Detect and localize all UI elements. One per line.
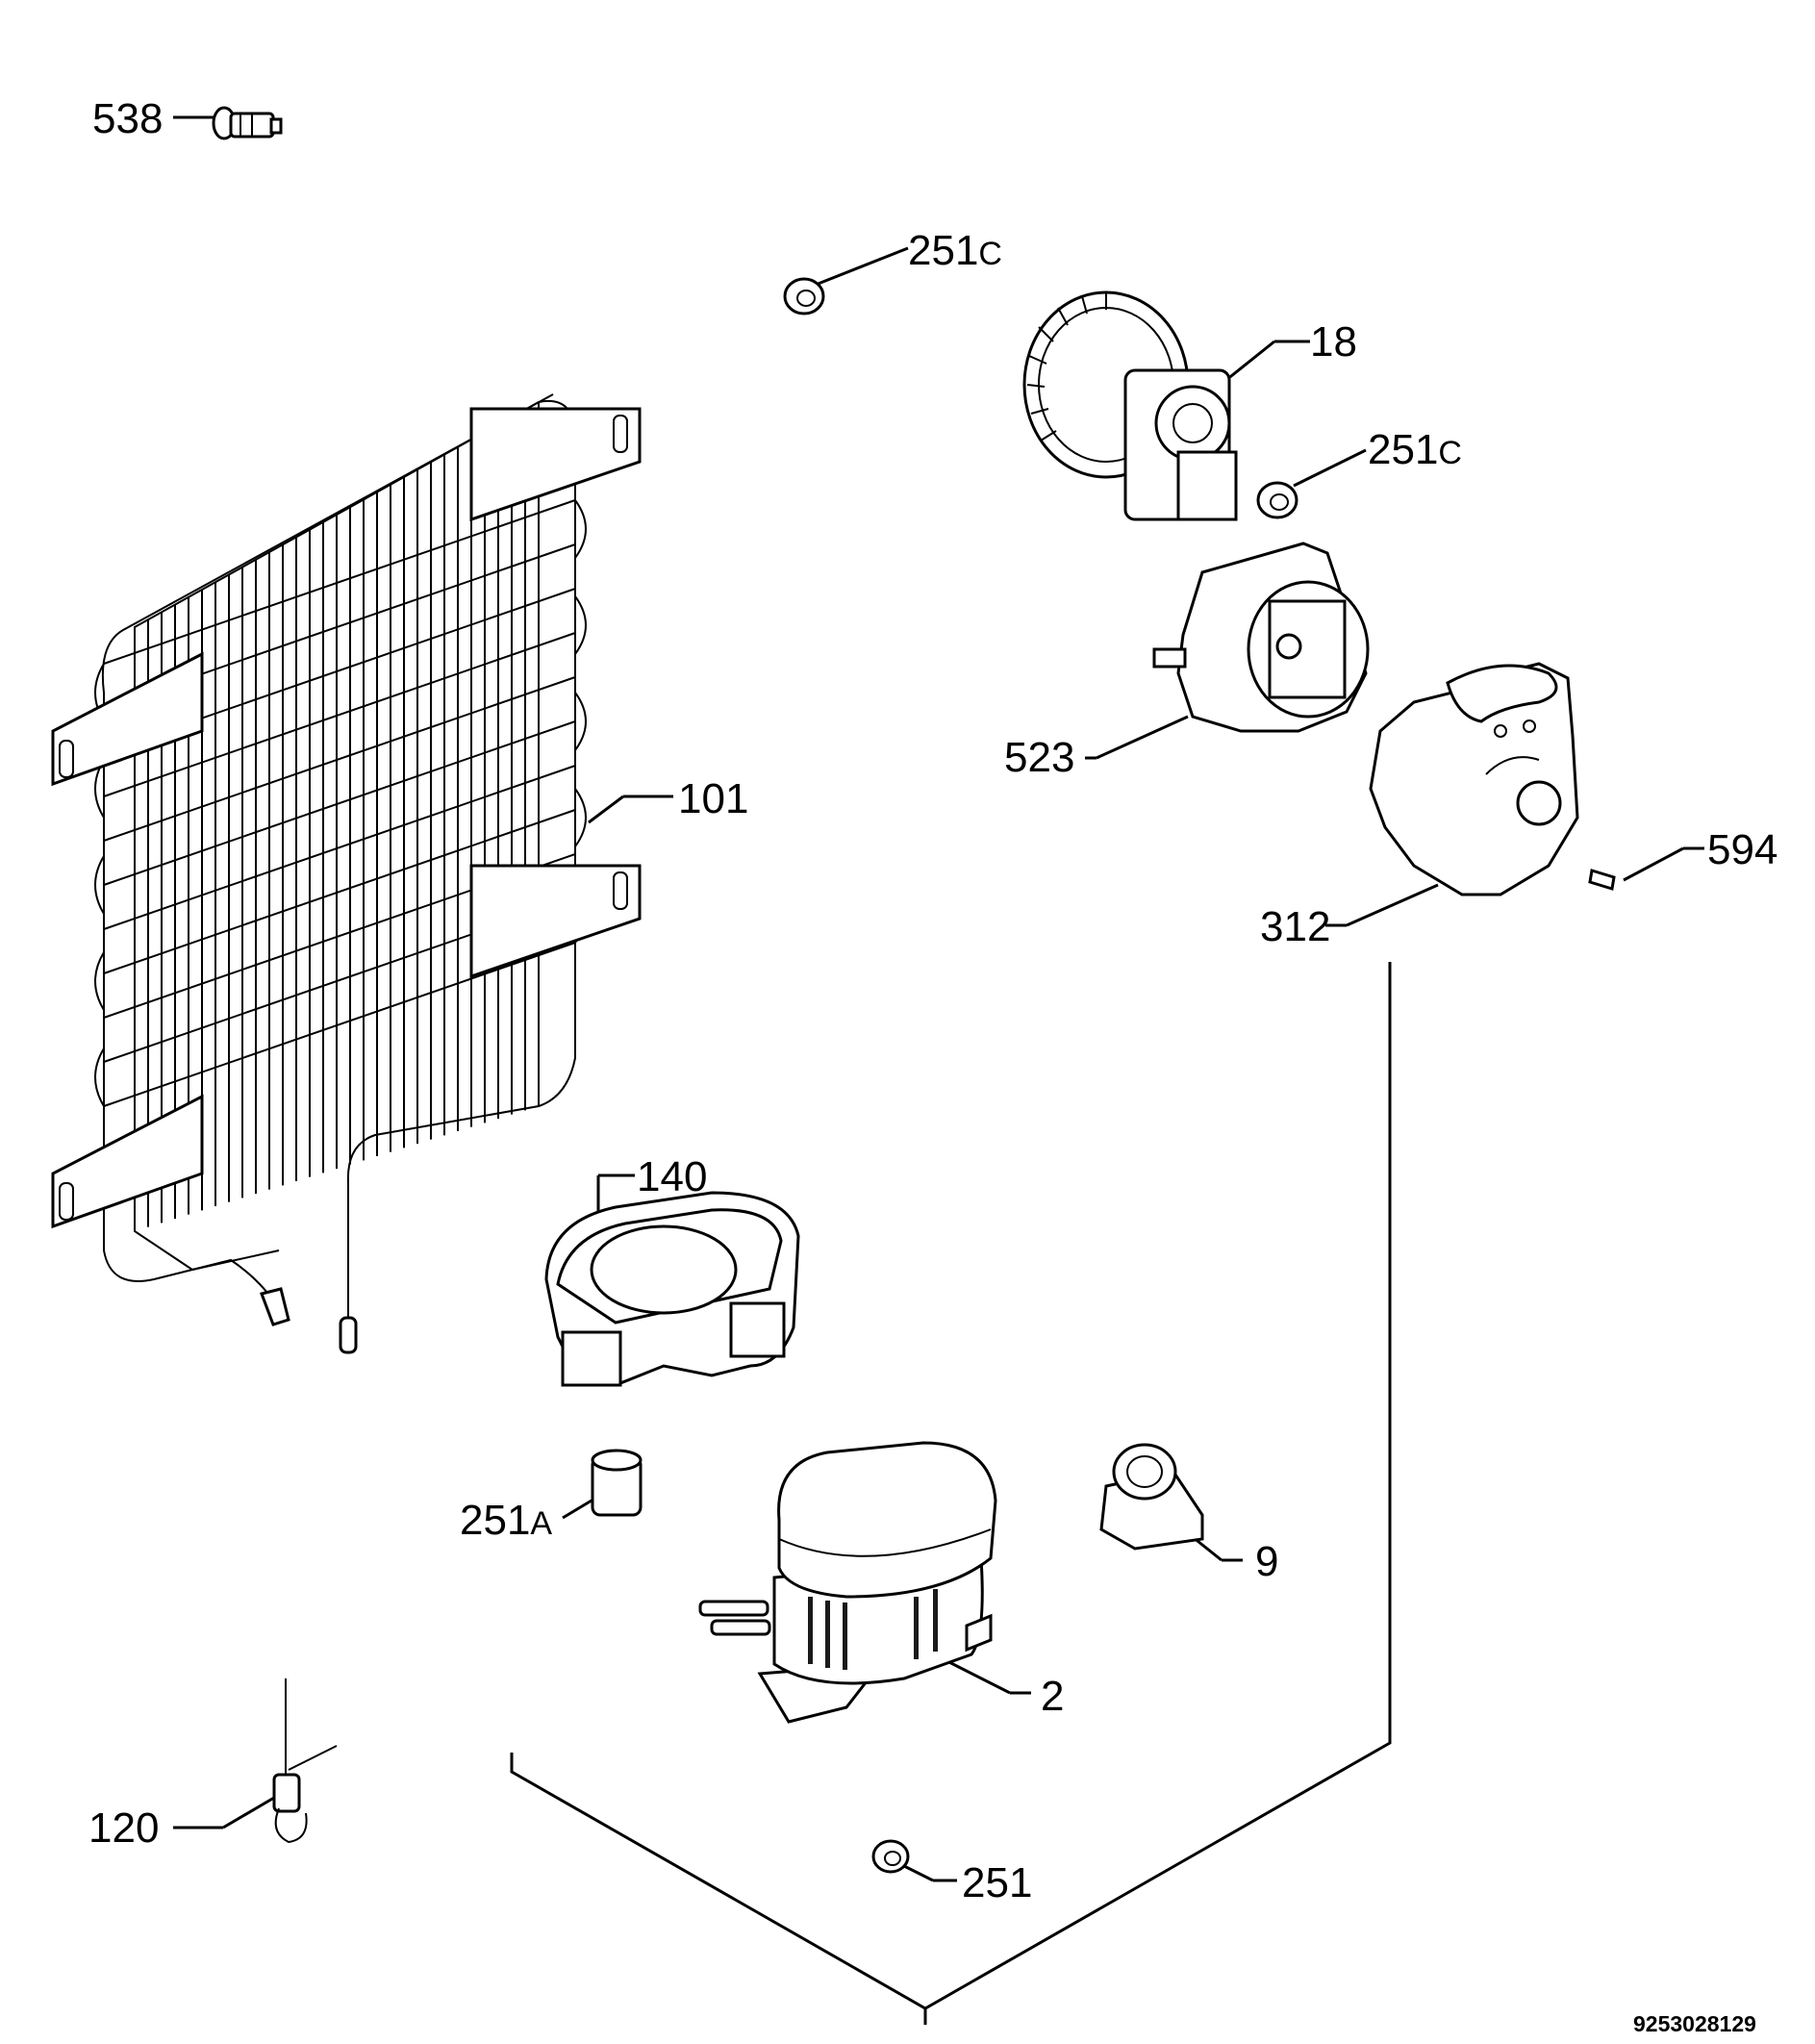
part-18-fan-motor[interactable]: [1022, 290, 1310, 521]
label-251a: 251A: [460, 1497, 552, 1544]
part-120-service-valve[interactable]: [173, 1678, 338, 1844]
label-18: 18: [1310, 318, 1357, 366]
label-140: 140: [637, 1153, 707, 1200]
part-312-fan-cover[interactable]: [1325, 662, 1579, 927]
label-251: 251: [962, 1859, 1032, 1906]
part-594-clip[interactable]: [1588, 846, 1704, 891]
condenser-wire-grid: [103, 402, 576, 1231]
label-9: 9: [1255, 1538, 1278, 1585]
part-251c-grommet-mid[interactable]: [1256, 448, 1367, 519]
label-2: 2: [1041, 1673, 1064, 1720]
label-538: 538: [92, 95, 163, 142]
document-number: 9253028129: [1633, 2011, 1756, 2036]
label-251c-mid: 251C: [1368, 426, 1462, 473]
label-120: 120: [88, 1804, 159, 1852]
label-312: 312: [1260, 903, 1330, 950]
part-251c-grommet-top[interactable]: [783, 246, 909, 315]
part-140-drip-tray[interactable]: [544, 1173, 800, 1387]
part-523-fan-shroud[interactable]: [1085, 542, 1370, 760]
part-101-condenser[interactable]: [51, 393, 673, 1354]
label-523: 523: [1004, 734, 1074, 781]
label-251c-top: 251C: [908, 227, 1002, 274]
part-9-relay[interactable]: [1099, 1443, 1243, 1562]
part-251-grommet[interactable]: [871, 1839, 957, 1882]
label-101: 101: [678, 775, 748, 822]
label-594: 594: [1707, 826, 1777, 873]
part-251a-grommet[interactable]: [562, 1449, 643, 1520]
cabinet-outline: [510, 962, 1392, 2025]
part-538-lamp-holder[interactable]: [173, 106, 283, 140]
part-2-compressor[interactable]: [698, 1441, 1031, 1724]
